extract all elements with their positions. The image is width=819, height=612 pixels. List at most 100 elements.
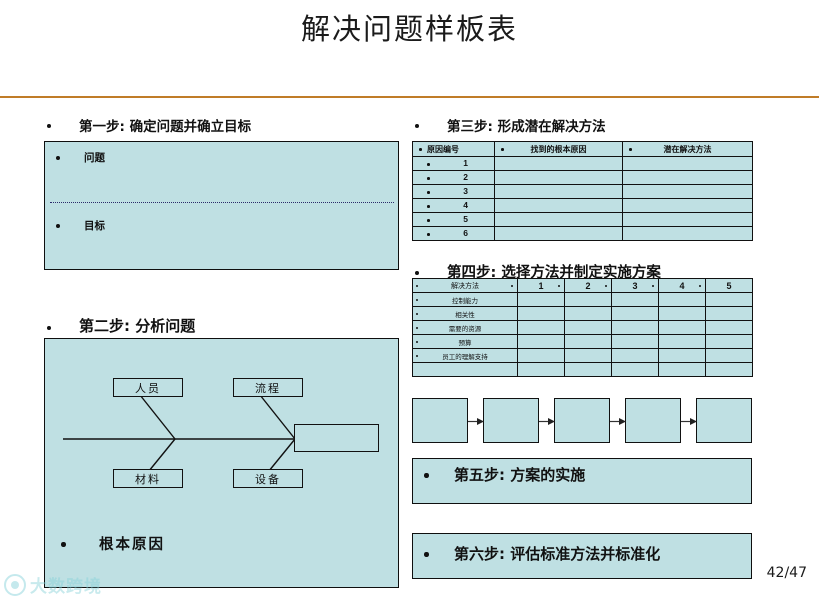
cell-solution[interactable] bbox=[622, 170, 753, 185]
row-label-blank bbox=[412, 362, 518, 377]
bullet-step6 bbox=[424, 552, 429, 557]
cell[interactable] bbox=[564, 348, 612, 363]
cell-cause-no[interactable]: 6 bbox=[412, 226, 495, 241]
flow-step-box-5[interactable] bbox=[696, 398, 752, 443]
cell[interactable] bbox=[705, 362, 753, 377]
step6-panel[interactable]: 第六步: 评估标准方法并标准化 bbox=[412, 533, 752, 579]
fishbone-box-people[interactable]: 人员 bbox=[113, 378, 183, 397]
col-header-solution-label: 潜在解决方法 bbox=[663, 144, 712, 154]
flow-step-box-3[interactable] bbox=[554, 398, 610, 443]
cell[interactable] bbox=[611, 306, 659, 321]
cell[interactable] bbox=[517, 334, 565, 349]
cell[interactable] bbox=[611, 334, 659, 349]
flow-step-box-1[interactable] bbox=[412, 398, 468, 443]
cell[interactable] bbox=[517, 348, 565, 363]
step2-heading: 第二步: 分析问题 bbox=[79, 317, 196, 335]
cell[interactable] bbox=[705, 292, 753, 307]
table-row[interactable]: 员工的理解支持 bbox=[412, 348, 753, 363]
row-label-staff-support: 员工的理解支持 bbox=[412, 348, 518, 363]
table-row[interactable]: 4 bbox=[412, 198, 753, 213]
cell-root-cause[interactable] bbox=[494, 212, 623, 227]
bullet-step1 bbox=[47, 124, 51, 128]
table-row[interactable]: 1 bbox=[412, 156, 753, 171]
cell[interactable] bbox=[705, 334, 753, 349]
fishbone-box-material[interactable]: 材料 bbox=[113, 469, 183, 488]
table-row[interactable]: 6 bbox=[412, 226, 753, 241]
fishbone-effect-box[interactable] bbox=[294, 424, 379, 452]
fishbone-box-process[interactable]: 流程 bbox=[233, 378, 303, 397]
cell-cause-no[interactable]: 1 bbox=[412, 156, 495, 171]
cell-solution[interactable] bbox=[622, 184, 753, 199]
cell[interactable] bbox=[658, 362, 706, 377]
implementation-flow bbox=[412, 398, 754, 443]
col-header-cause-no-label: 原因编号 bbox=[427, 144, 459, 154]
cell-root-cause[interactable] bbox=[494, 156, 623, 171]
table-row[interactable]: 2 bbox=[412, 170, 753, 185]
cell[interactable] bbox=[658, 334, 706, 349]
cell[interactable] bbox=[705, 306, 753, 321]
bullet-problem bbox=[56, 156, 60, 160]
flow-step-box-4[interactable] bbox=[625, 398, 681, 443]
cell[interactable] bbox=[611, 362, 659, 377]
cell-root-cause[interactable] bbox=[494, 226, 623, 241]
table-row[interactable]: 控制能力 bbox=[412, 292, 753, 307]
cell-root-cause[interactable] bbox=[494, 170, 623, 185]
step1-panel[interactable] bbox=[44, 141, 399, 270]
cell-cause-no[interactable]: 4 bbox=[412, 198, 495, 213]
col-header-solution: 潜在解决方法 bbox=[622, 141, 753, 157]
cell[interactable] bbox=[517, 306, 565, 321]
page-number: 42/47 bbox=[766, 565, 807, 581]
cell-cause-no[interactable]: 5 bbox=[412, 212, 495, 227]
cell[interactable] bbox=[517, 362, 565, 377]
cell[interactable] bbox=[564, 320, 612, 335]
flow-arrow-1 bbox=[468, 418, 484, 425]
cell[interactable] bbox=[517, 292, 565, 307]
cell-root-cause[interactable] bbox=[494, 184, 623, 199]
cell[interactable] bbox=[658, 348, 706, 363]
step5-panel[interactable]: 第五步: 方案的实施 bbox=[412, 458, 752, 504]
col-header-option-3: 3 bbox=[611, 278, 659, 293]
cell[interactable] bbox=[611, 348, 659, 363]
step4-heading: 第四步: 选择方法并制定实施方案 bbox=[447, 265, 661, 281]
row-label-controllability: 控制能力 bbox=[412, 292, 518, 307]
bullet-root-cause bbox=[61, 542, 66, 547]
cell[interactable] bbox=[705, 348, 753, 363]
col-header-option-5: 5 bbox=[705, 278, 753, 293]
table-row[interactable]: 相关性 bbox=[412, 306, 753, 321]
table-row[interactable] bbox=[412, 362, 753, 377]
cell[interactable] bbox=[705, 320, 753, 335]
cell-cause-no[interactable]: 2 bbox=[412, 170, 495, 185]
col-header-root-cause: 找到的根本原因 bbox=[494, 141, 623, 157]
corner-header-label: 解决方法 bbox=[451, 282, 479, 290]
cell[interactable] bbox=[564, 292, 612, 307]
step2-panel[interactable]: 人员 流程 材料 设备 根本原因 bbox=[44, 338, 399, 588]
table-row[interactable]: 预算 bbox=[412, 334, 753, 349]
cell[interactable] bbox=[564, 362, 612, 377]
table-row[interactable]: 需要的资源 bbox=[412, 320, 753, 335]
cell[interactable] bbox=[658, 292, 706, 307]
cell[interactable] bbox=[658, 306, 706, 321]
table-row[interactable]: 3 bbox=[412, 184, 753, 199]
fishbone-box-equipment[interactable]: 设备 bbox=[233, 469, 303, 488]
cell[interactable] bbox=[658, 320, 706, 335]
table-row[interactable]: 5 bbox=[412, 212, 753, 227]
cell[interactable] bbox=[611, 320, 659, 335]
step3-table[interactable]: 原因编号 找到的根本原因 潜在解决方法 1 bbox=[412, 141, 753, 241]
col-header-option-4: 4 bbox=[658, 278, 706, 293]
cell[interactable] bbox=[611, 292, 659, 307]
step4-table[interactable]: 解决方法 1 2 3 4 5 控制能力 相关性 需要的资源 bbox=[412, 278, 753, 377]
flow-step-box-2[interactable] bbox=[483, 398, 539, 443]
cell[interactable] bbox=[564, 306, 612, 321]
watermark: 大数跨境 bbox=[4, 572, 102, 597]
cell-solution[interactable] bbox=[622, 212, 753, 227]
cell-solution[interactable] bbox=[622, 198, 753, 213]
cell-cause-no[interactable]: 3 bbox=[412, 184, 495, 199]
cell-root-cause[interactable] bbox=[494, 198, 623, 213]
cell-solution[interactable] bbox=[622, 156, 753, 171]
flow-arrow-2 bbox=[539, 418, 555, 425]
bullet-step3 bbox=[415, 124, 419, 128]
cell[interactable] bbox=[517, 320, 565, 335]
problem-label: 问题 bbox=[84, 152, 105, 164]
cell[interactable] bbox=[564, 334, 612, 349]
cell-solution[interactable] bbox=[622, 226, 753, 241]
